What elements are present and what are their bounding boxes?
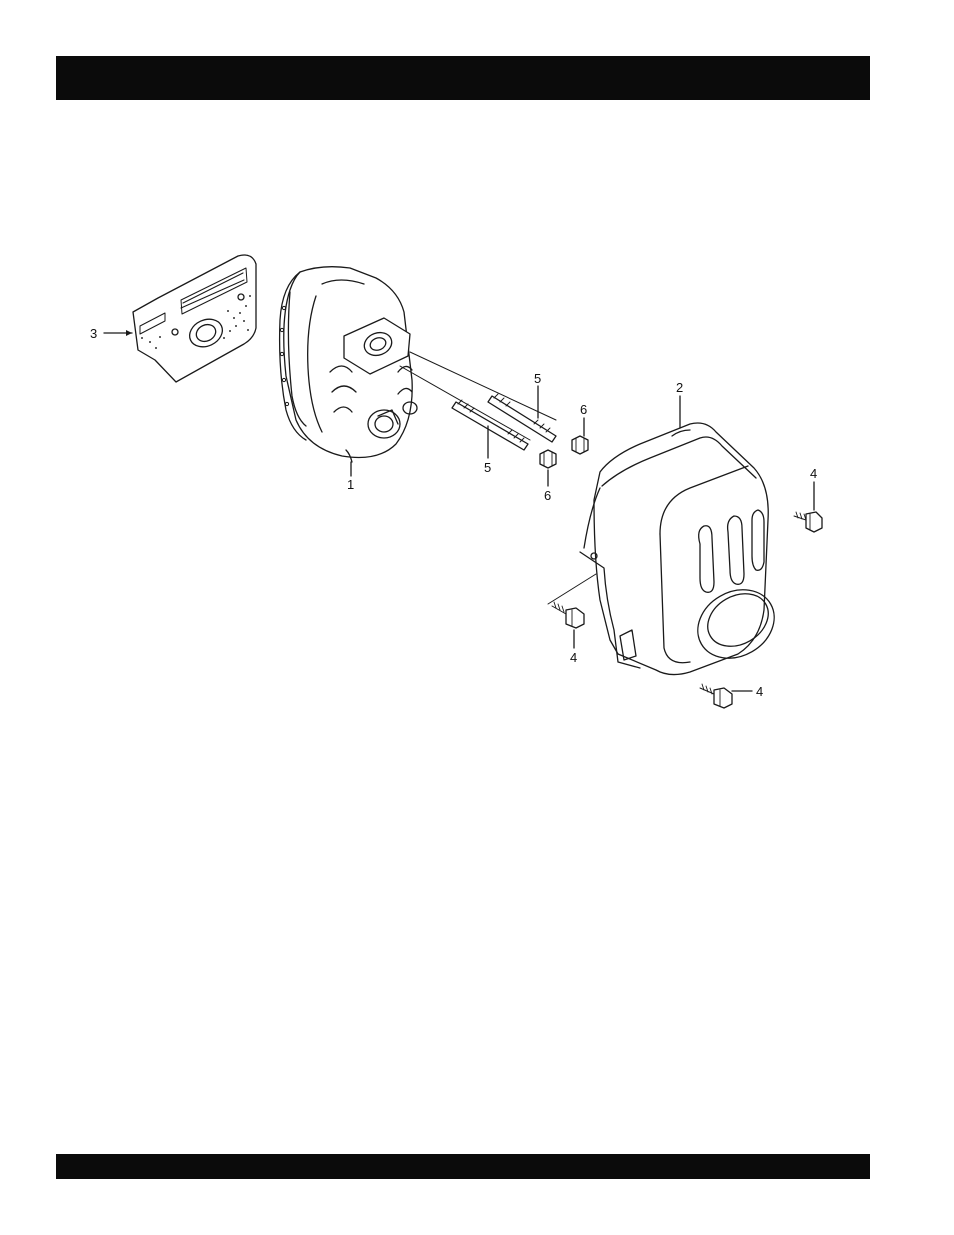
callout-6-upper: 6 [580,402,587,417]
callout-4-right: 4 [810,466,817,481]
callout-6-lower: 6 [544,488,551,503]
nut-upper [572,436,588,454]
callout-5-lower: 5 [484,460,491,475]
callout-3: 3 [90,326,97,341]
muffler-body [280,267,417,462]
callout-5-upper: 5 [534,371,541,386]
muffler-protector [580,423,787,675]
bolt-right [794,512,822,532]
callout-4-left: 4 [570,650,577,665]
callout-2: 2 [676,380,683,395]
bolt-left [552,602,584,628]
stud-bolt-upper [410,352,556,442]
callout-1: 1 [347,477,354,492]
nut-lower [540,450,556,468]
gasket-plate [133,255,256,382]
leader-3-arrow [126,330,132,336]
leader-4-to-cover [548,574,596,604]
bolt-bottom [700,684,732,708]
callout-4-bottom: 4 [756,684,763,699]
